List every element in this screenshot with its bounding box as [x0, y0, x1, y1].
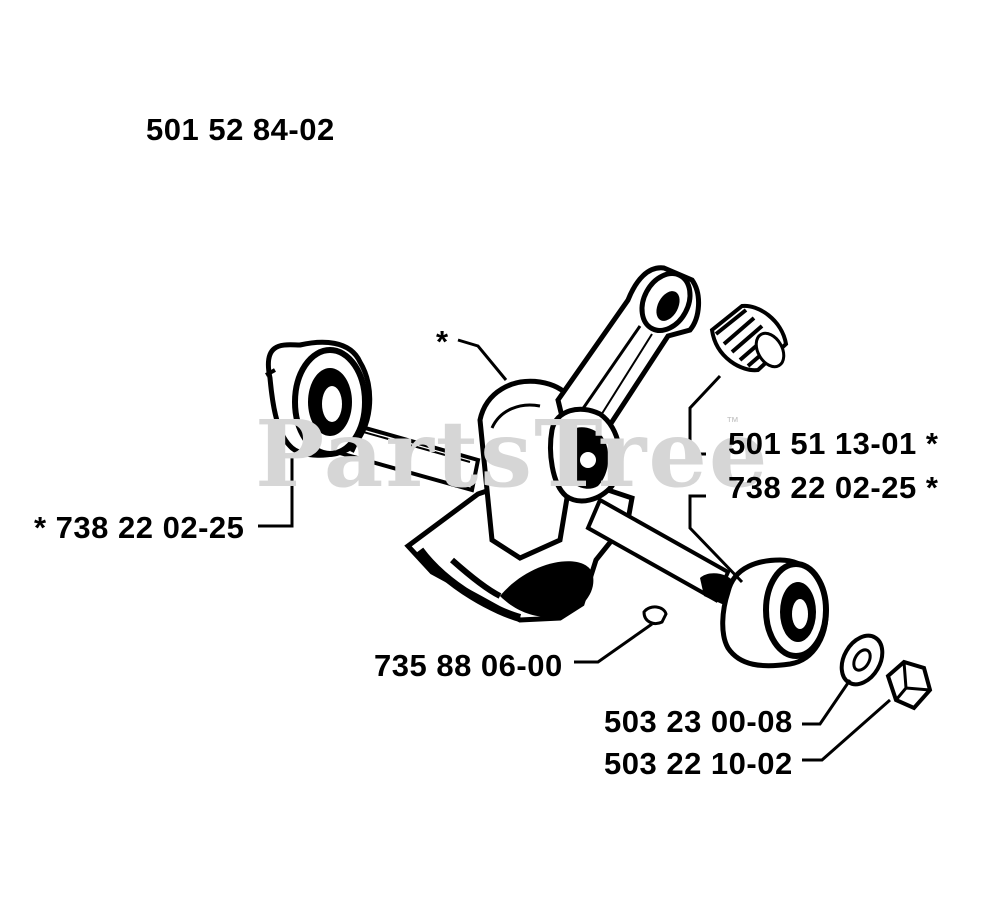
leader-connecting-rod — [457, 338, 508, 381]
watermark: PartsTree — [255, 400, 770, 508]
woodruff-key — [642, 605, 668, 626]
right-ball-bearing — [720, 557, 829, 669]
hex-nut — [885, 659, 933, 711]
connecting-rod-marker: * — [436, 324, 449, 359]
leader-washer — [802, 679, 852, 726]
leader-lines — [258, 338, 891, 762]
assembly-number-label: 501 52 84-02 — [146, 112, 335, 147]
key-label: 735 88 06-00 — [374, 648, 563, 683]
left-bearing-label: * 738 22 02-25 — [34, 510, 245, 545]
crank-pin-bearing — [548, 406, 623, 504]
left-ball-bearing — [265, 339, 373, 458]
leader-left-bearing — [258, 458, 294, 528]
leader-right-bearing — [688, 494, 744, 584]
nut-label: 503 22 10-02 — [604, 746, 793, 781]
right-bearing-label: 738 22 02-25 * — [728, 470, 939, 505]
leader-nut — [802, 698, 891, 762]
leader-key — [574, 622, 653, 664]
washer-label: 503 23 00-08 — [604, 704, 793, 739]
leader-needle-bearing — [688, 374, 722, 456]
needle-bearing-label: 501 51 13-01 * — [728, 426, 939, 461]
watermark-tm: ™ — [726, 414, 739, 429]
washer — [839, 633, 885, 687]
needle-bearing — [709, 303, 789, 373]
